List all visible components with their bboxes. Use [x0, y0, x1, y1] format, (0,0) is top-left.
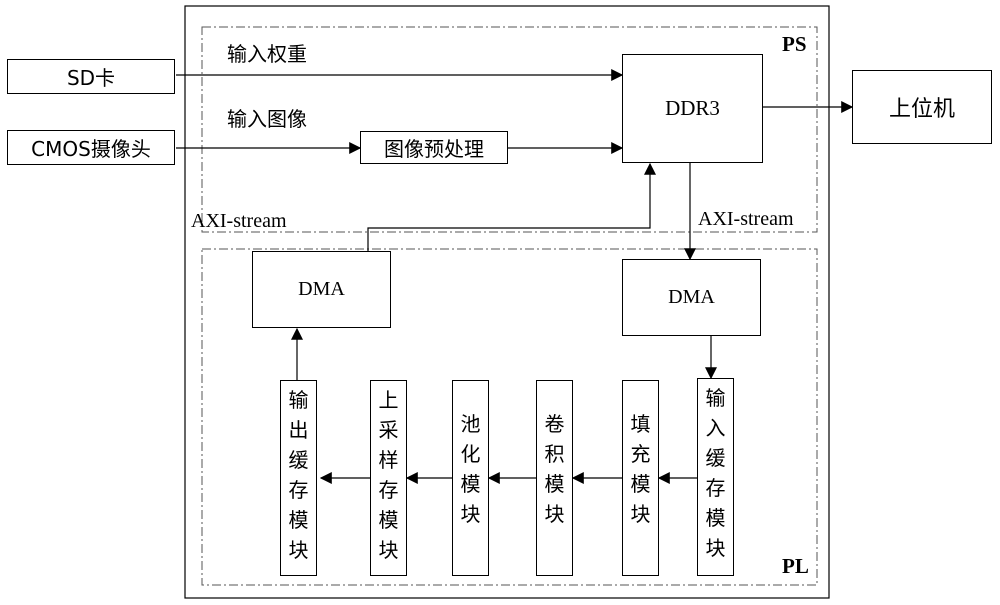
host-pc-label: 上位机	[888, 97, 955, 122]
ddr3-label: DDR3	[665, 96, 720, 120]
host-pc-box: 上位机	[852, 70, 992, 144]
pl-region-label: PL	[782, 554, 809, 578]
ddr3-box: DDR3	[622, 54, 763, 163]
cmos-camera-box: CMOS摄像头	[7, 130, 175, 165]
input-buffer-label: 输入缓存模块	[705, 386, 726, 560]
pad-label: 填充模块	[630, 412, 651, 526]
image-preprocess-box: 图像预处理	[360, 131, 508, 164]
upsample-buffer-module: 上采样存模块	[370, 380, 407, 576]
upsample-buffer-label: 上采样存模块	[378, 388, 399, 562]
conv-label: 卷积模块	[544, 412, 565, 526]
axi-stream-right-label: AXI-stream	[698, 208, 794, 230]
conv-module: 卷积模块	[536, 380, 573, 576]
pool-module: 池化模块	[452, 380, 489, 576]
axi-stream-left-label: AXI-stream	[191, 210, 287, 232]
output-buffer-module: 输出缓存模块	[280, 380, 317, 576]
dma-left-label: DMA	[298, 278, 345, 300]
fpga-outer-frame	[184, 5, 830, 599]
input-buffer-module: 输入缓存模块	[697, 378, 734, 576]
pad-module: 填充模块	[622, 380, 659, 576]
dma-left-box: DMA	[252, 251, 391, 328]
ps-region-border	[201, 26, 818, 233]
cmos-camera-label: CMOS摄像头	[31, 137, 151, 161]
image-preprocess-label: 图像预处理	[384, 137, 484, 161]
ps-region-label: PS	[782, 32, 807, 56]
output-buffer-label: 输出缓存模块	[288, 388, 309, 562]
dma-right-box: DMA	[622, 259, 761, 336]
input-weights-label: 输入权重	[227, 42, 307, 66]
dma-right-label: DMA	[668, 286, 715, 308]
dma-to-ddr-arrow	[367, 162, 656, 251]
sd-card-box: SD卡	[7, 59, 175, 94]
input-image-label: 输入图像	[227, 107, 307, 131]
pl-region-border	[201, 248, 818, 586]
sd-card-label: SD卡	[66, 66, 116, 90]
pool-label: 池化模块	[460, 412, 481, 526]
